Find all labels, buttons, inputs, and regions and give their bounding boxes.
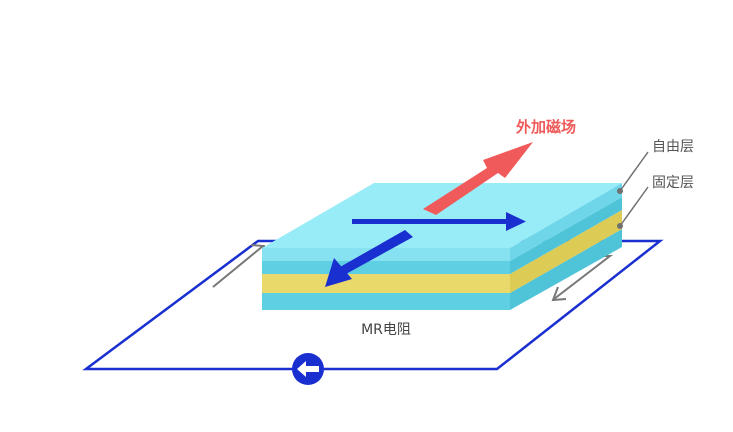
resistor-label: MR电阻 <box>361 322 411 338</box>
base-layer-front <box>262 293 510 310</box>
external-field-label: 外加磁场 <box>515 118 576 136</box>
base-layer-side <box>510 229 622 310</box>
current-source <box>292 353 324 385</box>
left-arrow-glyph <box>297 361 319 377</box>
spacer-layer-front <box>262 261 510 274</box>
current-direction-arrow-left <box>212 244 266 288</box>
free-layer-label: 自由层 <box>652 139 694 155</box>
free-layer-side <box>510 183 622 261</box>
spacer-layer-side <box>510 197 622 274</box>
free-magnetization-arrow <box>352 212 526 231</box>
fixed-layer-front <box>262 274 510 293</box>
leader-free-layer <box>617 151 649 194</box>
external-field-arrow <box>423 142 533 215</box>
leader-fixed-layer <box>617 186 649 229</box>
free-layer-front <box>262 248 510 261</box>
free-layer-top <box>262 183 622 248</box>
fixed-layer-side <box>510 210 622 293</box>
fixed-magnetization-arrow <box>325 230 413 287</box>
fixed-layer-label: 固定层 <box>652 175 694 191</box>
